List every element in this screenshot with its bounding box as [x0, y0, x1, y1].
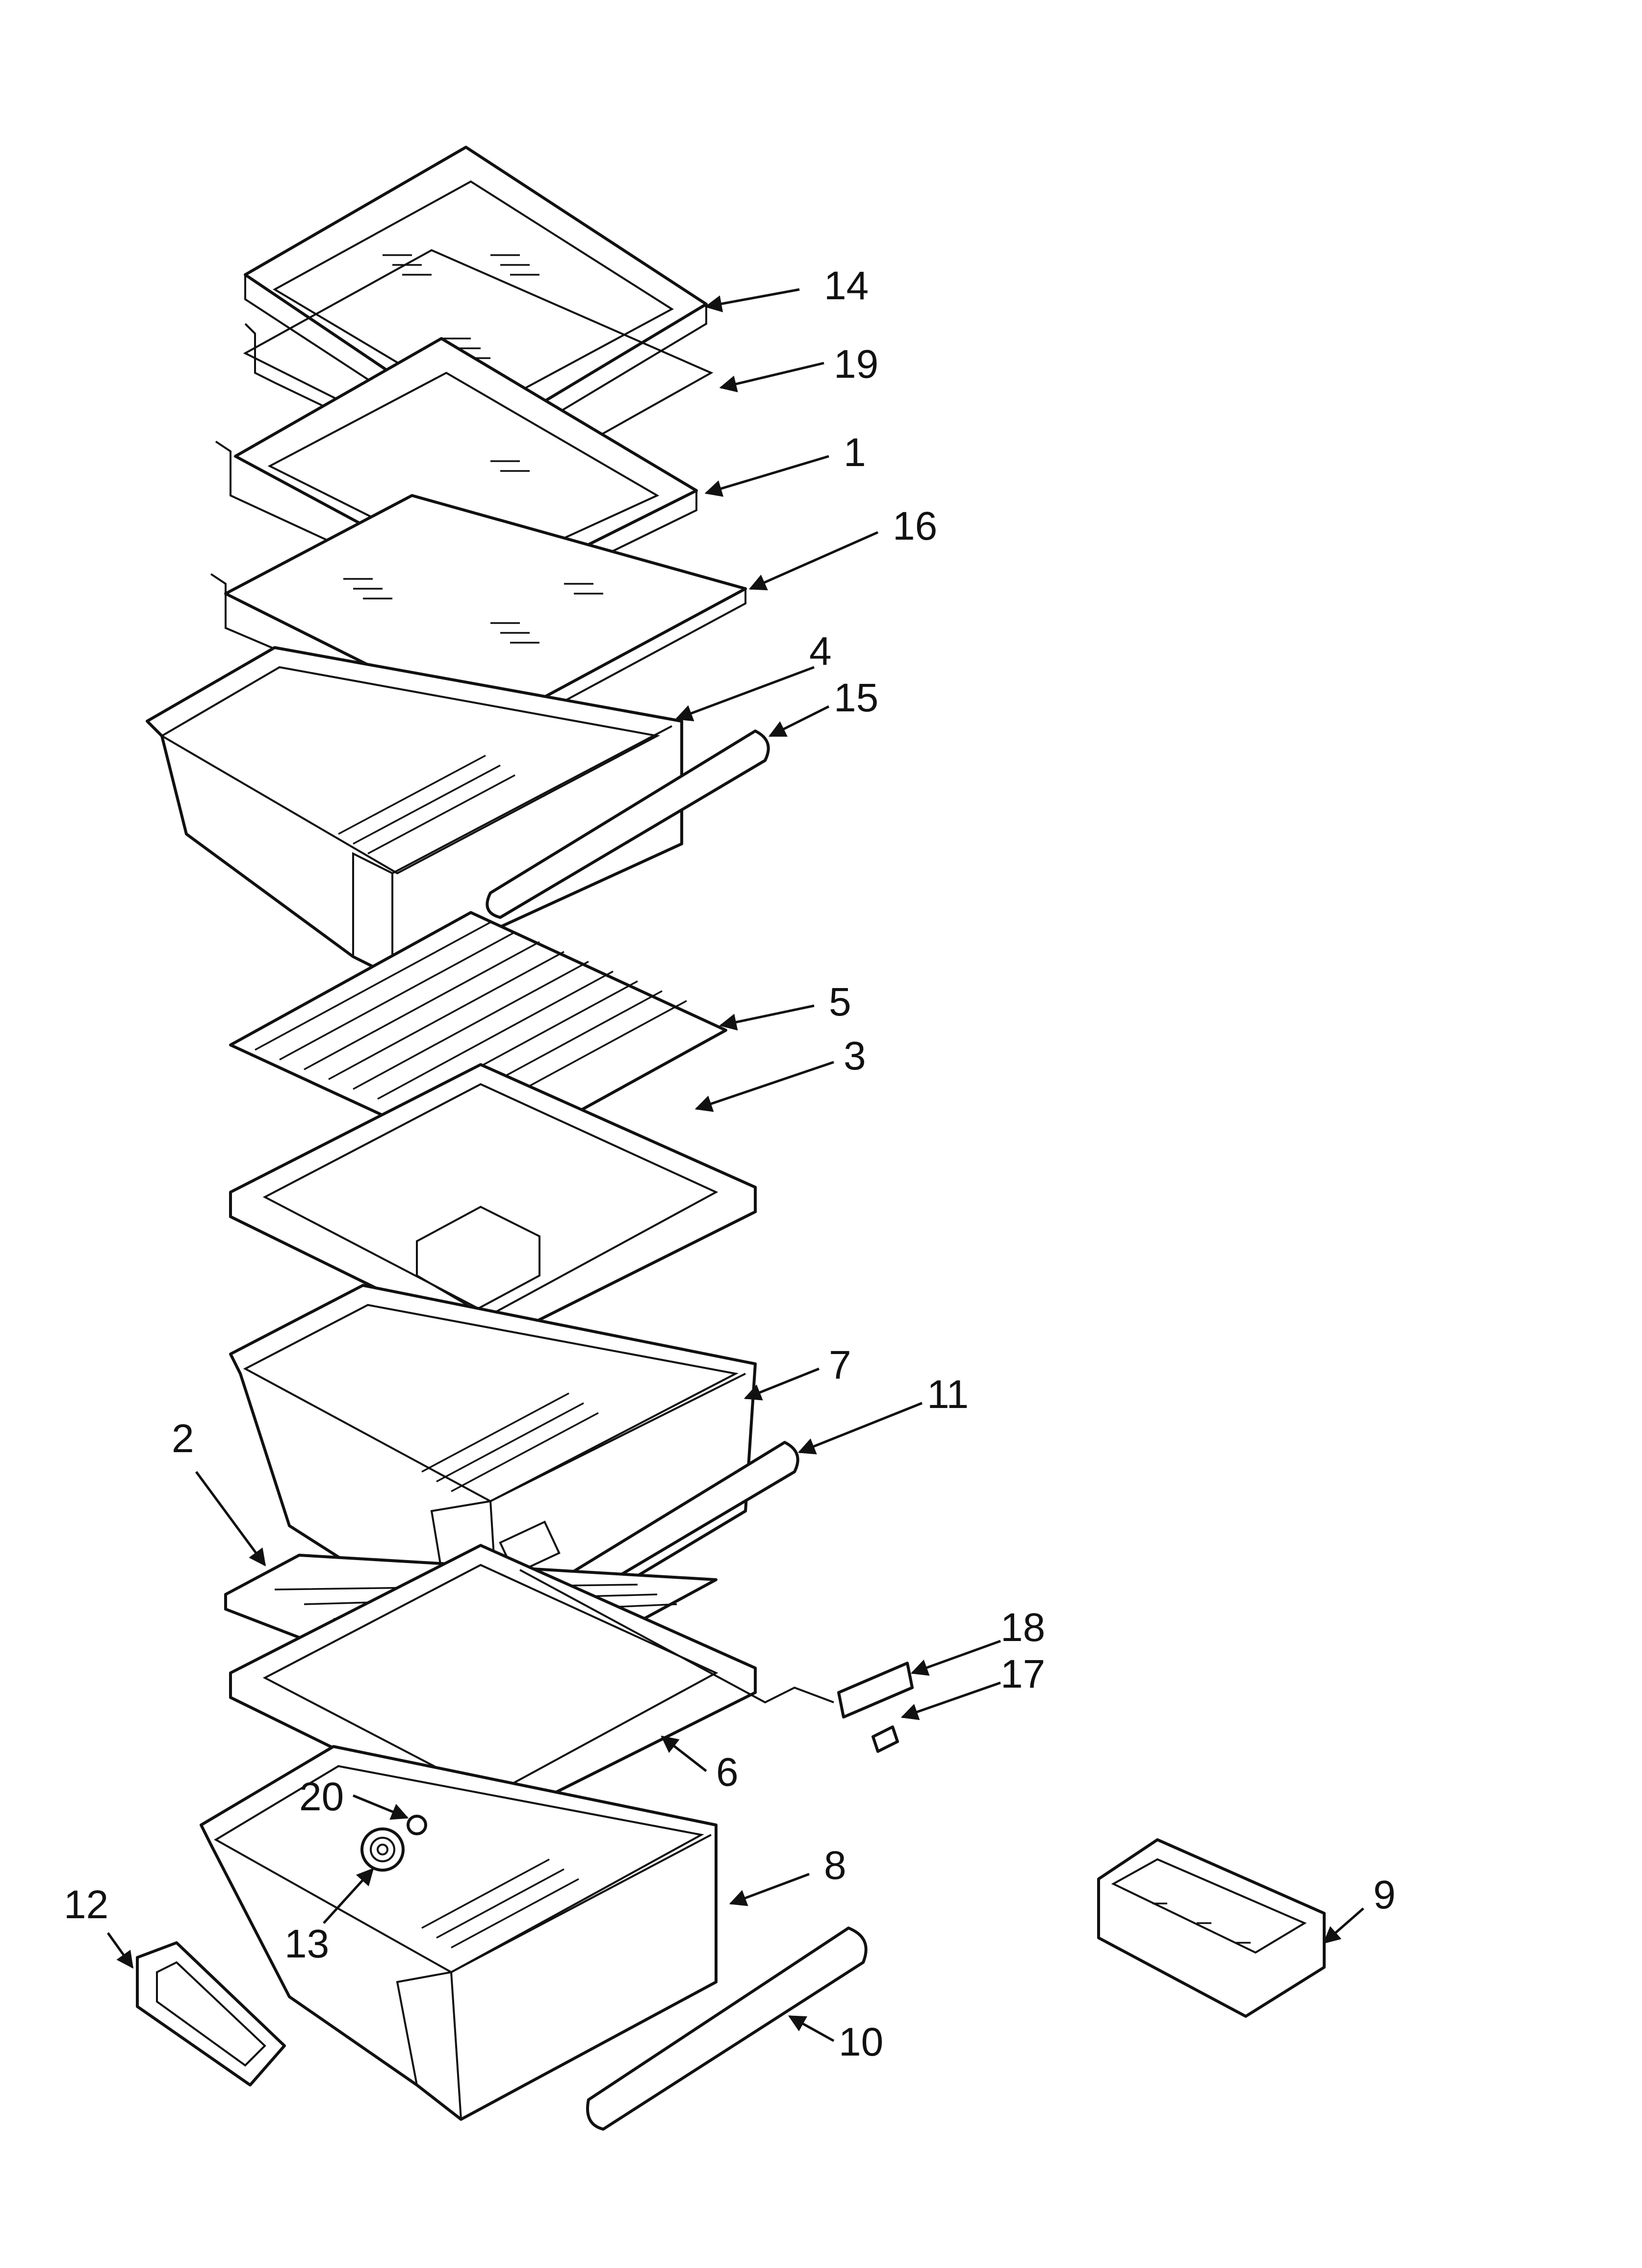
- leader-8: [729, 1873, 810, 1906]
- leader-15: [768, 705, 830, 737]
- leader-10: [788, 2015, 835, 2042]
- leader-7: [744, 1367, 820, 1401]
- callout-5: 5: [829, 980, 851, 1024]
- callout-6: 6: [716, 1750, 739, 1795]
- callout-9: 9: [1373, 1873, 1396, 1917]
- callout-16: 16: [893, 504, 937, 548]
- leader-14: [704, 288, 800, 313]
- leader-2: [195, 1471, 266, 1566]
- callout-19: 19: [834, 342, 878, 387]
- part-17-control-clip: [872, 1725, 899, 1753]
- leader-12: [106, 1932, 134, 1969]
- part-13-control-knob: [360, 1827, 405, 1872]
- leader-13: [323, 1868, 374, 1924]
- part-8-meat-drawer: [200, 1745, 718, 2121]
- leader-20: [353, 1794, 409, 1820]
- callout-20: 20: [299, 1774, 344, 1819]
- callout-4: 4: [809, 629, 832, 674]
- callout-2: 2: [172, 1416, 194, 1461]
- leader-9: [1323, 1907, 1364, 1944]
- leader-16: [748, 531, 879, 591]
- callout-18: 18: [1001, 1605, 1045, 1650]
- callout-labels: 14 19 1 16 4 15 5 3 7 11 2 18 17 6 20 8 …: [64, 263, 1396, 2064]
- callout-12: 12: [64, 1882, 108, 1927]
- part-4-crisper-drawer: [146, 646, 683, 978]
- callout-8: 8: [824, 1843, 847, 1888]
- callout-13: 13: [284, 1922, 329, 1966]
- leader-11: [797, 1402, 923, 1455]
- callout-14: 14: [824, 263, 869, 308]
- part-12-face-panel: [136, 1941, 286, 2086]
- callout-7: 7: [829, 1343, 851, 1387]
- leader-1: [704, 455, 829, 497]
- leader-6: [661, 1735, 707, 1772]
- leader-lines: [106, 288, 1364, 2042]
- leader-19: [719, 362, 824, 392]
- leader-18: [910, 1640, 1001, 1676]
- part-15-handle: [486, 730, 770, 919]
- callout-3: 3: [844, 1034, 866, 1078]
- part-18-control-slider: [519, 1569, 914, 1719]
- leader-3: [694, 1061, 834, 1112]
- part-10-handle: [586, 1927, 868, 2131]
- callout-15: 15: [834, 676, 878, 720]
- callout-17: 17: [1001, 1652, 1045, 1696]
- callout-11: 11: [927, 1372, 969, 1417]
- leader-17: [900, 1681, 1001, 1721]
- callout-10: 10: [839, 2020, 883, 2064]
- leader-5: [719, 1004, 815, 1031]
- part-20-pin: [407, 1815, 427, 1835]
- part-3-cover-frame: [229, 1063, 757, 1346]
- leader-4: [675, 666, 815, 722]
- part-9-dairy-bin: [1097, 1838, 1326, 2018]
- callout-1: 1: [844, 430, 866, 475]
